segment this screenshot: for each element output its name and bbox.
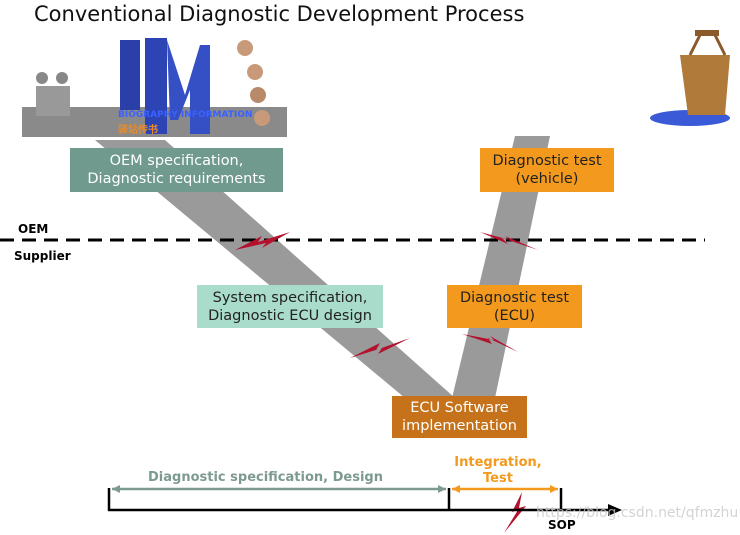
lightning-icon: [235, 232, 290, 250]
bucket-icon: [650, 30, 730, 126]
system-spec-box: System specification, Diagnostic ECU des…: [197, 285, 383, 328]
design-phase-label: Diagnostic specification, Design: [148, 470, 383, 485]
diag-test-ecu-box: Diagnostic test (ECU): [447, 285, 582, 328]
watermark: https://blog.csdn.net/qfmzhu: [536, 505, 739, 521]
page-title: Conventional Diagnostic Development Proc…: [34, 2, 525, 26]
logo-text: BIOGRAPHY INFORMATION: [118, 110, 253, 120]
timeline: [107, 485, 622, 516]
lightning-icon: [462, 334, 518, 352]
supplier-label: Supplier: [14, 249, 71, 263]
lightning-icon: [350, 338, 410, 358]
lightning-icons: [235, 232, 538, 533]
lightning-icon: [480, 232, 538, 250]
logo-subtext: 驿站传书: [118, 125, 158, 136]
v-right-arm: [452, 136, 550, 398]
diag-test-vehicle-box: Diagnostic test (vehicle): [480, 148, 614, 192]
v-left-arm: [95, 140, 455, 398]
oem-spec-box: OEM specification, Diagnostic requiremen…: [70, 148, 283, 192]
lightning-icon: [504, 492, 526, 533]
oem-label: OEM: [18, 222, 49, 236]
logo-image: [22, 38, 287, 137]
ecu-software-box: ECU Software implementation: [392, 396, 527, 438]
integration-phase-label: Integration, Test: [454, 455, 542, 486]
sop-label: SOP: [548, 518, 576, 532]
